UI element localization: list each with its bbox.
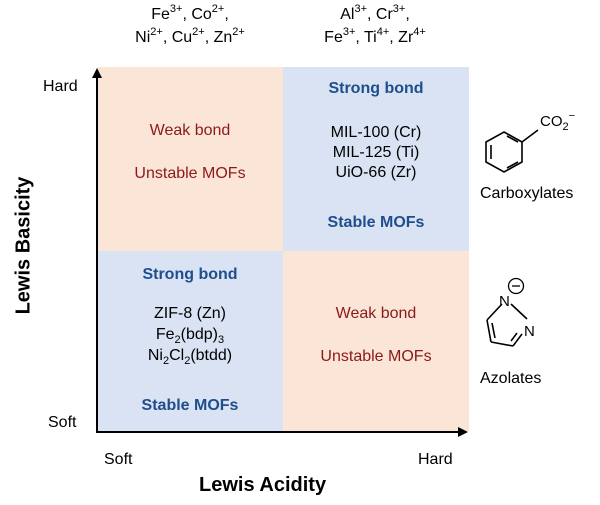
carboxylate-group: CO2−: [540, 110, 576, 133]
y-axis-low-label: Soft: [48, 414, 77, 431]
mof-item: Fe2(bdp)3: [155, 326, 225, 347]
stability-label: Stable MOFs: [141, 397, 239, 414]
bond-label: Strong bond: [142, 266, 238, 283]
x-axis-title: Lewis Acidity: [199, 474, 327, 496]
hard-acid-ions-line1: Al3+, Cr3+,: [340, 2, 410, 23]
stability-label: Stable MOFs: [327, 214, 425, 231]
carboxylates-label: Carboxylates: [480, 185, 574, 202]
x-axis-high-label: Hard: [418, 451, 453, 468]
negative-charge-icon: [507, 277, 525, 295]
quadrant-soft-acid-soft-base: Strong bond ZIF-8 (Zn) Fe2(bdp)3 Ni2Cl2(…: [97, 251, 283, 431]
mof-list: ZIF-8 (Zn) Fe2(bdp)3 Ni2Cl2(btdd): [97, 303, 283, 368]
soft-acid-ions-line1: Fe3+, Co2+,: [151, 2, 229, 23]
bond-label: Strong bond: [328, 80, 424, 97]
mof-item: ZIF-8 (Zn): [154, 305, 226, 322]
pyrazolate-structure-icon: [486, 303, 528, 347]
quadrant-hard-acid-hard-base: Strong bond MIL-100 (Cr) MIL-125 (Ti) Ui…: [283, 67, 469, 251]
y-axis-high-label: Hard: [43, 78, 78, 95]
hard-acid-ions: Al3+, Cr3+, Fe3+, Ti4+, Zr4+: [285, 3, 465, 49]
bond-label: Weak bond: [335, 305, 417, 322]
stability-label: Unstable MOFs: [134, 165, 246, 182]
mof-list: MIL-100 (Cr) MIL-125 (Ti) UiO-66 (Zr): [283, 123, 469, 183]
benzoate-structure-icon: [485, 129, 539, 173]
hard-acid-ions-line2: Fe3+, Ti4+, Zr4+: [324, 25, 426, 46]
y-axis-title: Lewis Basicity: [12, 176, 35, 315]
mof-item: MIL-100 (Cr): [330, 124, 422, 141]
stability-label: Unstable MOFs: [320, 348, 432, 365]
bond-label: Weak bond: [149, 122, 231, 139]
quadrant-soft-acid-hard-base: Weak bond Unstable MOFs: [97, 67, 283, 251]
soft-acid-ions: Fe3+, Co2+, Ni2+, Cu2+, Zn2+: [100, 3, 280, 49]
mof-item: MIL-125 (Ti): [332, 144, 420, 161]
azolates-label: Azolates: [480, 370, 542, 387]
x-axis-low-label: Soft: [104, 451, 133, 468]
soft-acid-ions-line2: Ni2+, Cu2+, Zn2+: [135, 25, 245, 46]
azolate-n2: N: [524, 323, 535, 340]
azolate-n1: N: [499, 293, 510, 310]
mof-item: Ni2Cl2(btdd): [147, 347, 233, 368]
mof-item: UiO-66 (Zr): [335, 164, 417, 181]
quadrant-hard-acid-soft-base: Weak bond Unstable MOFs: [283, 251, 469, 431]
